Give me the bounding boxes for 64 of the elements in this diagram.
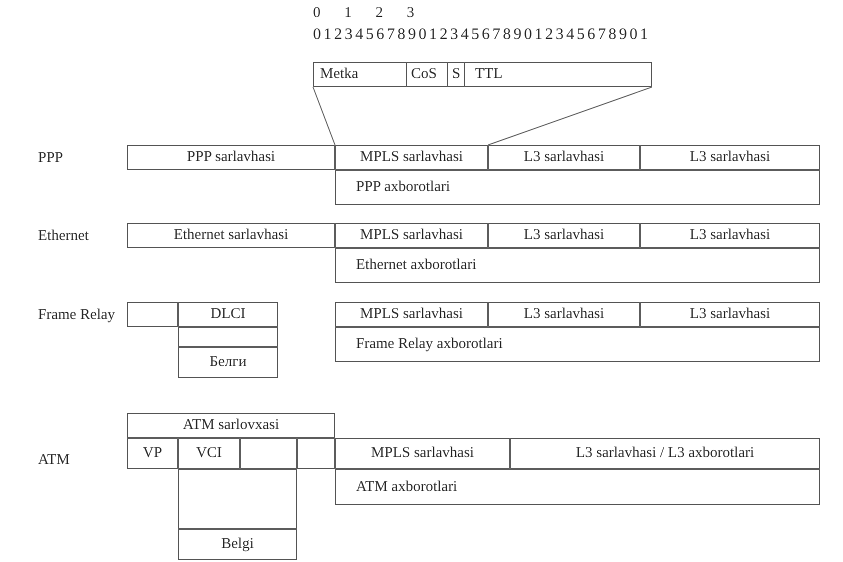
cell-text: Ethernet axborotlari xyxy=(356,257,476,274)
header-cell xyxy=(178,347,278,378)
header-field-box xyxy=(313,62,652,87)
bit-number-scale: 01234567890123456789012345678901 xyxy=(313,26,651,44)
header-cell xyxy=(510,438,820,469)
header-cell xyxy=(127,438,178,469)
header-cell xyxy=(178,302,278,327)
cell-text: ATM sarlovxasi xyxy=(182,417,280,434)
row-label: Ethernet xyxy=(38,228,89,245)
row-label: Frame Relay xyxy=(38,307,116,324)
header-cell xyxy=(640,223,820,248)
row-label: PPP xyxy=(38,150,64,167)
cell-text: VP xyxy=(142,445,162,462)
header-cell xyxy=(488,223,640,248)
row-label: ATM xyxy=(38,452,70,469)
header-cell xyxy=(335,248,820,283)
cell-text: VCI xyxy=(196,445,222,462)
cell-text: PPP axborotlari xyxy=(356,179,450,196)
header-cell xyxy=(335,170,820,205)
header-cell xyxy=(640,145,820,170)
cell-text: L3 sarlavhasi xyxy=(690,306,770,323)
cell-text: L3 sarlavhasi xyxy=(524,149,604,166)
empty-cell xyxy=(127,302,178,327)
empty-cell xyxy=(178,469,297,529)
header-cell xyxy=(178,438,240,469)
cell-text: Белги xyxy=(210,354,246,371)
cell-text: DLCI xyxy=(210,306,246,323)
cell-text: L3 sarlavhasi xyxy=(690,149,770,166)
bit-number-scale: 0 1 2 3 xyxy=(313,5,414,22)
header-cell xyxy=(640,302,820,327)
cell-text: MPLS sarlavhasi xyxy=(360,306,463,323)
field-label: TTL xyxy=(464,63,506,86)
leader-line xyxy=(488,86,652,146)
cell-text: L3 sarlavhasi xyxy=(524,306,604,323)
header-cell xyxy=(335,438,510,469)
field-label: CoS xyxy=(406,63,440,86)
header-cell xyxy=(488,302,640,327)
header-cell xyxy=(127,145,335,170)
cell-text: L3 sarlavhasi xyxy=(690,227,770,244)
cell-text: Ethernet sarlavhasi xyxy=(174,227,288,244)
empty-cell xyxy=(240,438,297,469)
header-cell xyxy=(335,223,488,248)
header-cell xyxy=(335,145,488,170)
leader-line xyxy=(312,86,336,146)
field-label: S xyxy=(447,63,464,86)
cell-text: PPP sarlavhasi xyxy=(186,149,276,166)
cell-text: Frame Relay axborotlari xyxy=(356,336,503,353)
cell-text: MPLS sarlavhasi xyxy=(371,445,474,462)
cell-text: Belgi xyxy=(221,536,254,553)
empty-cell xyxy=(297,438,335,469)
cell-text: MPLS sarlavhasi xyxy=(360,149,463,166)
header-cell xyxy=(335,302,488,327)
header-cell xyxy=(335,469,820,505)
empty-cell xyxy=(178,327,278,347)
cell-text: MPLS sarlavhasi xyxy=(360,227,463,244)
field-label: Metka xyxy=(319,65,360,84)
header-cell xyxy=(335,327,820,362)
header-cell xyxy=(178,529,297,560)
cell-text: ATM axborotlari xyxy=(356,478,458,496)
cell-text: L3 sarlavhasi / L3 axborotlari xyxy=(576,445,754,462)
header-cell xyxy=(488,145,640,170)
header-cell xyxy=(127,223,335,248)
header-cell xyxy=(127,413,335,438)
cell-text: L3 sarlavhasi xyxy=(524,227,604,244)
